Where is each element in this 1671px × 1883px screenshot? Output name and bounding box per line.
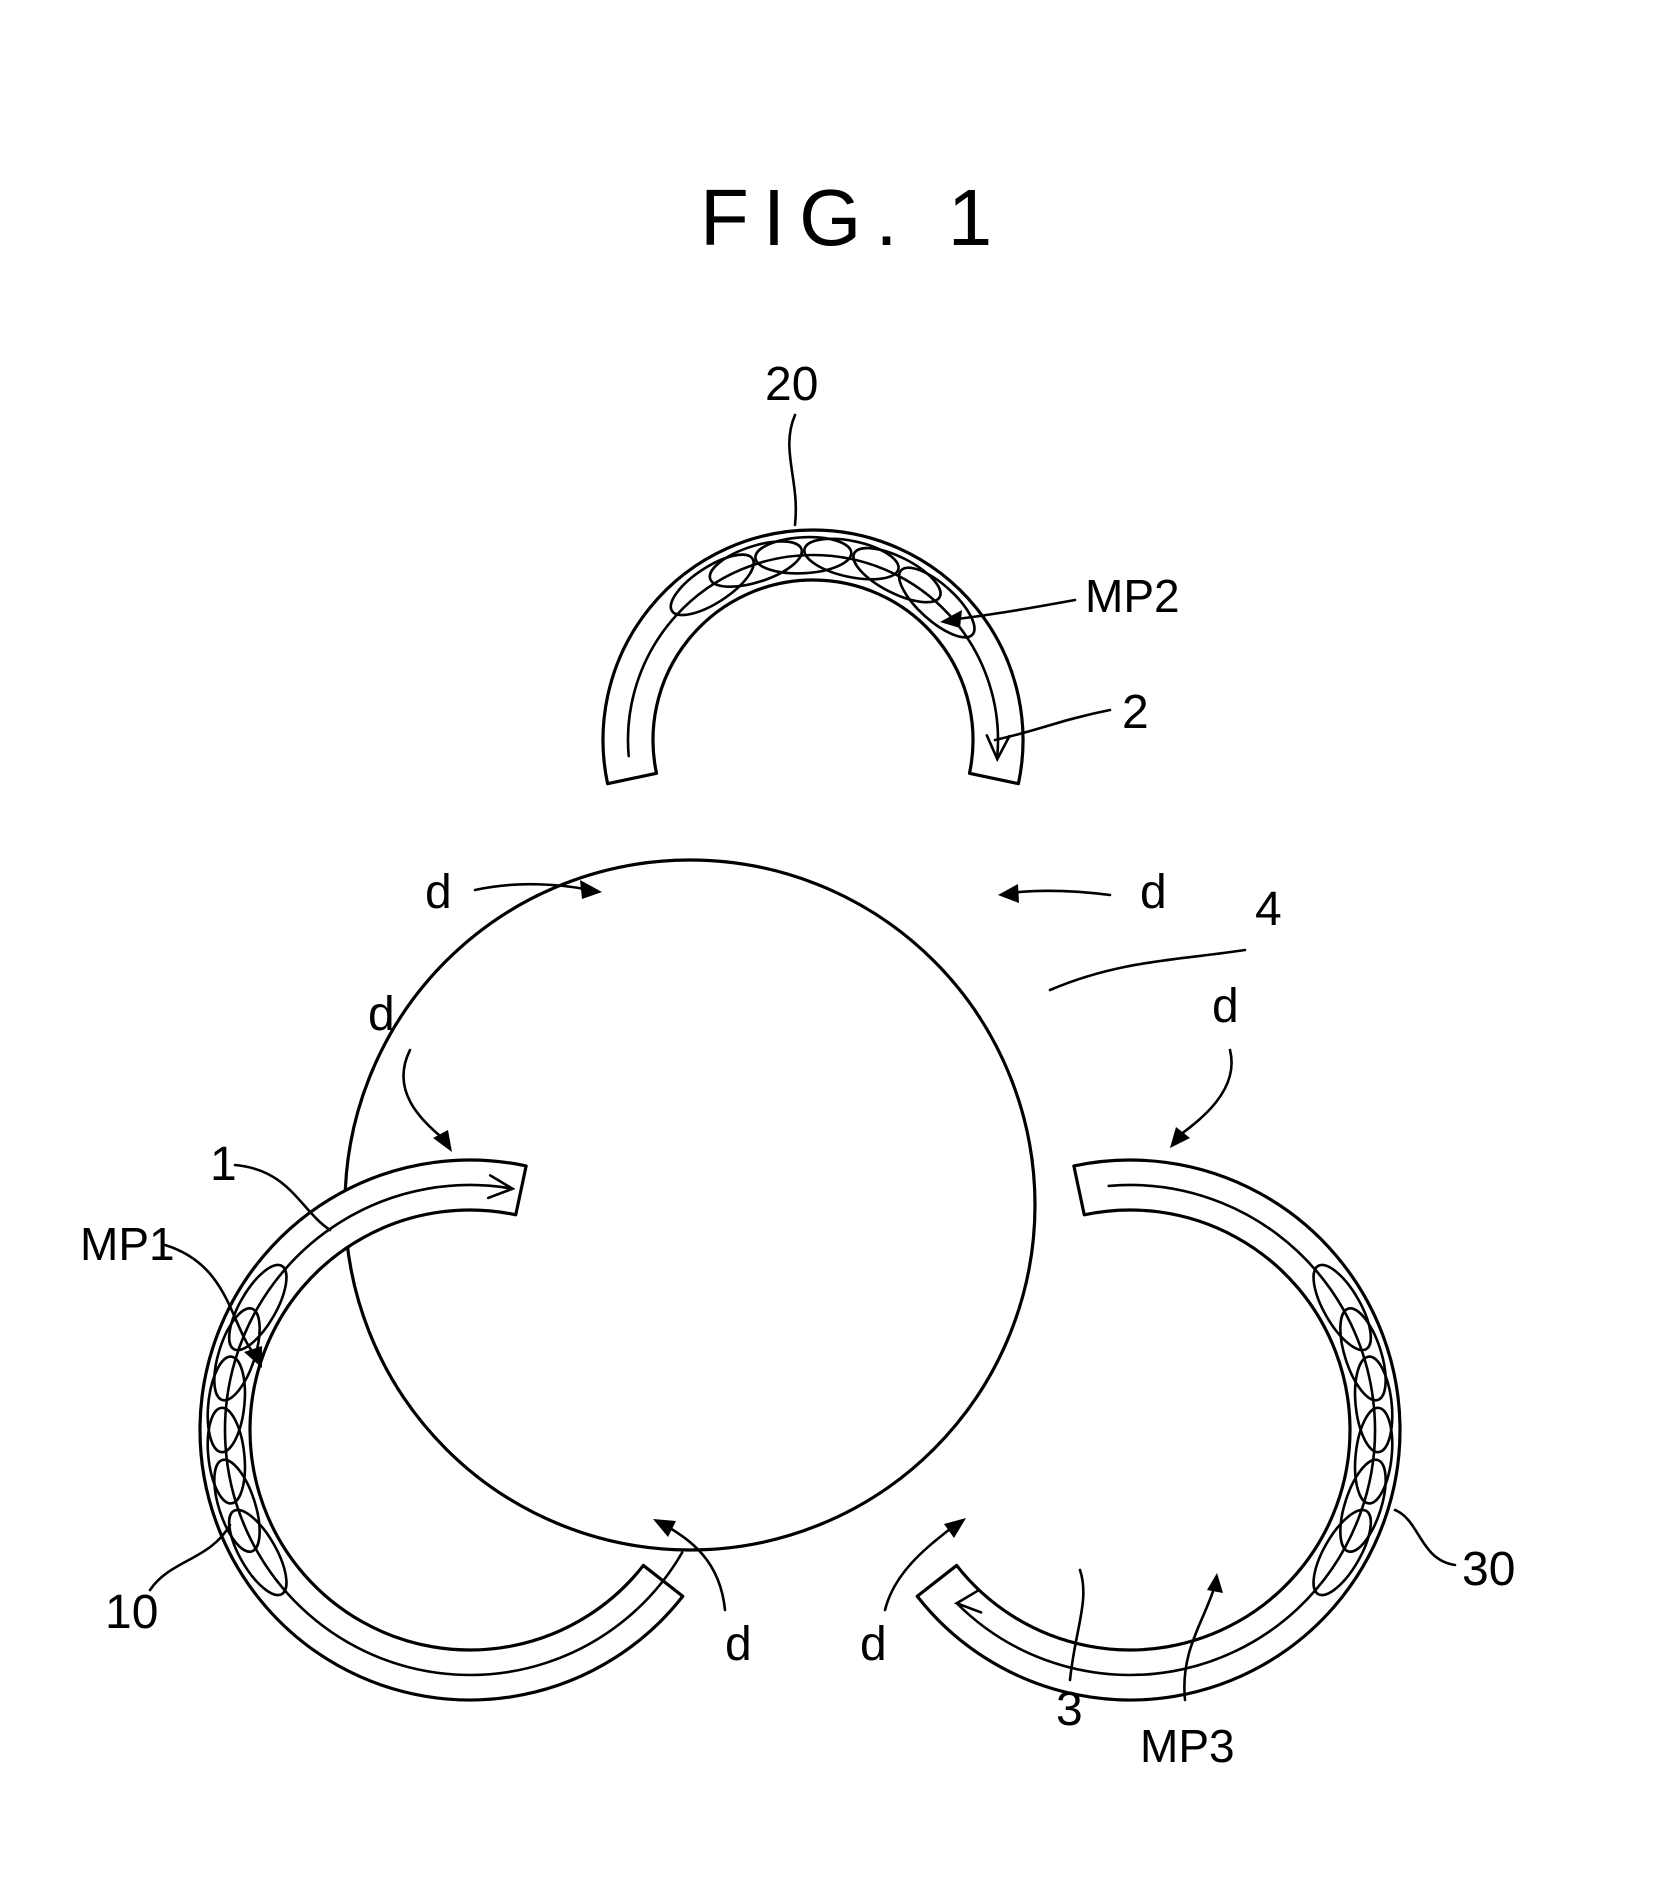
leader-coil-right <box>1395 1510 1455 1565</box>
label-mp1: MP1 <box>80 1218 175 1270</box>
label-yoke-top: 2 <box>1122 686 1149 739</box>
yoke-left <box>200 1160 683 1700</box>
gap-arrow-top-right <box>1010 891 1110 895</box>
yoke-top <box>603 530 1023 784</box>
gap-arrow-top-left <box>475 884 590 890</box>
label-yoke-left: 1 <box>210 1138 237 1191</box>
label-coil-top: 20 <box>765 358 818 411</box>
label-mp2: MP2 <box>1085 570 1180 622</box>
label-gap-bottom-right: d <box>860 1618 887 1671</box>
yoke-right <box>917 1160 1400 1700</box>
figure-title: FIG. 1 <box>700 173 1006 262</box>
leader-mp3-arrowhead <box>1207 1573 1223 1593</box>
gap-arrow-left <box>403 1050 445 1140</box>
gap-arrow-right <box>1180 1050 1232 1135</box>
label-gap-top-left: d <box>425 866 452 919</box>
label-coil-right: 30 <box>1462 1543 1515 1596</box>
gap-arrow-bottom-right-head <box>944 1518 966 1538</box>
gap-arrow-top-right-head <box>998 884 1019 903</box>
label-yoke-right: 3 <box>1056 1683 1083 1736</box>
label-mp3: MP3 <box>1140 1720 1235 1772</box>
label-gap-left: d <box>368 988 395 1041</box>
leader-coil-left <box>150 1525 230 1590</box>
gap-arrows <box>403 880 1231 1610</box>
label-gap-bottom-left: d <box>725 1618 752 1671</box>
label-gap-top-right: d <box>1140 866 1167 919</box>
label-rotor: 4 <box>1255 883 1282 936</box>
gap-arrow-bottom-left-head <box>653 1519 676 1537</box>
label-gap-right: d <box>1212 980 1239 1033</box>
leader-coil-top <box>789 415 796 525</box>
gap-arrow-top-left-head <box>580 880 602 899</box>
label-coil-left: 10 <box>105 1586 158 1639</box>
